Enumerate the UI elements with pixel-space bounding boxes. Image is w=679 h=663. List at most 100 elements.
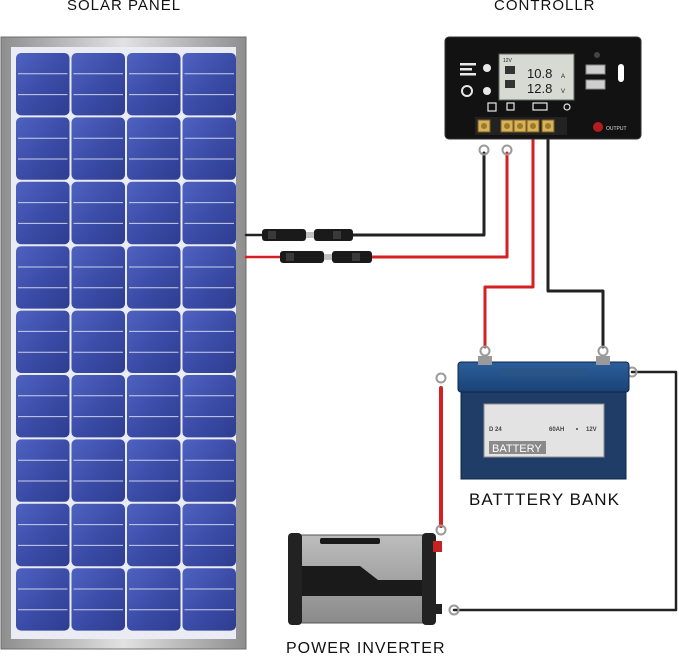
battery-model: D 24 — [489, 427, 502, 433]
charge-controller: 12V 10.8 A 12.8 V OUTPUT — [444, 36, 642, 140]
battery-voltage: 12V — [586, 427, 597, 433]
panel-negative-wire-to-controller — [351, 151, 486, 237]
solar-cell — [127, 503, 181, 567]
panel-positive-wire-to-controller — [370, 151, 509, 259]
solar-panel — [0, 36, 247, 650]
solar-cell — [16, 181, 70, 245]
solar-cell — [71, 503, 125, 567]
solar-cell — [127, 181, 181, 245]
battery-bank-label: BATTTERY BANK — [469, 490, 620, 509]
lcd-voltage-unit: V — [561, 89, 565, 95]
terminal-screw-head — [517, 123, 523, 129]
solar-cell — [127, 246, 181, 309]
solar-cell — [71, 181, 125, 245]
battery-name-strip — [489, 441, 546, 454]
solar-panel-label: SOLAR PANEL — [67, 0, 182, 14]
solar-cell — [182, 439, 236, 502]
ring-terminal-batt-neg — [597, 345, 609, 357]
terminal-screw-head — [545, 123, 551, 129]
solar-cell — [16, 503, 70, 567]
solar-cell — [182, 375, 236, 438]
controller-button-1 — [483, 64, 491, 72]
inverter-top-vent — [320, 538, 380, 544]
mc4-connectors — [262, 229, 372, 263]
solar-cell — [16, 117, 70, 180]
solar-cell — [16, 310, 70, 373]
controller-terminals — [477, 119, 555, 133]
terminal-screw-head — [530, 123, 536, 129]
lcd-current-unit: A — [561, 74, 565, 80]
ring-terminal-inv-pos-top — [435, 372, 447, 384]
power-inverter — [288, 533, 442, 625]
solar-cell — [127, 53, 181, 116]
solar-cell — [127, 117, 181, 180]
inverter-terminal-positive — [433, 541, 442, 552]
solar-cell-grid — [16, 53, 236, 631]
solar-cell — [71, 375, 125, 438]
solar-cell — [182, 568, 236, 631]
usb-port-1 — [585, 64, 606, 75]
usb-port-2 — [585, 79, 606, 90]
ring-terminal-inv-neg — [448, 604, 460, 616]
controller-icon-row — [487, 102, 571, 112]
battery-capacity: 60AH — [549, 427, 564, 433]
solar-cell — [127, 375, 181, 438]
battery-negative-wire — [546, 131, 605, 349]
solar-cell — [71, 310, 125, 373]
solar-cell — [71, 117, 125, 180]
controller-indicator — [594, 52, 600, 58]
controller-label: CONTROLLR — [494, 0, 596, 14]
solar-cell — [71, 53, 125, 116]
battery-name: BATTERY — [492, 443, 542, 455]
ring-terminal-pv-pos — [501, 144, 513, 156]
inverter-terminal-negative — [433, 604, 442, 614]
refresh-icon — [461, 85, 473, 97]
output-label: OUTPUT — [606, 126, 627, 132]
solar-cell — [71, 246, 125, 309]
solar-cell — [182, 181, 236, 245]
lcd-current-value: 10.8 — [527, 66, 552, 81]
solar-cell — [182, 117, 236, 180]
inverter-endcap-right — [422, 533, 436, 625]
solar-cell — [182, 310, 236, 373]
lcd-voltage-value: 12.8 — [527, 81, 552, 96]
battery-terminal-negative — [596, 356, 610, 365]
solar-cell — [127, 439, 181, 502]
mount-slot-right — [618, 64, 624, 82]
ring-terminal-inv-pos — [435, 524, 447, 536]
solar-cell — [16, 375, 70, 438]
wiring — [244, 131, 678, 612]
battery: D 24 60AH 12V BATTERY — [457, 356, 630, 480]
battery-lid — [457, 361, 630, 393]
lcd-panel-icon — [505, 66, 515, 88]
controller-lcd — [498, 53, 575, 101]
solar-cell — [182, 53, 236, 116]
mc4-connector-negative — [262, 229, 353, 241]
solar-cell — [127, 310, 181, 373]
solar-cell — [71, 439, 125, 502]
ring-terminals — [435, 144, 638, 616]
mc4-connector-positive — [280, 251, 372, 263]
battery-terminal-positive — [478, 356, 492, 365]
solar-cell — [16, 439, 70, 502]
inverter-endcap-left — [288, 533, 302, 625]
solar-cell — [71, 568, 125, 631]
solar-cell — [16, 53, 70, 116]
solar-cell — [127, 568, 181, 631]
controller-menu-icon — [460, 63, 476, 76]
ring-terminal-batt-pos — [479, 345, 491, 357]
power-inverter-label: POWER INVERTER — [286, 640, 446, 657]
controller-button-2 — [483, 87, 491, 95]
inverter-negative-wire — [452, 370, 678, 612]
solar-cell — [16, 568, 70, 631]
battery-positive-wire — [483, 131, 535, 349]
solar-cell — [182, 503, 236, 567]
solar-cell — [16, 246, 70, 309]
battery-lid-handle — [500, 368, 588, 376]
solar-cell — [182, 246, 236, 309]
terminal-screw-head — [481, 123, 487, 129]
lcd-system-voltage: 12V — [503, 58, 513, 64]
terminal-screw-head — [504, 123, 510, 129]
